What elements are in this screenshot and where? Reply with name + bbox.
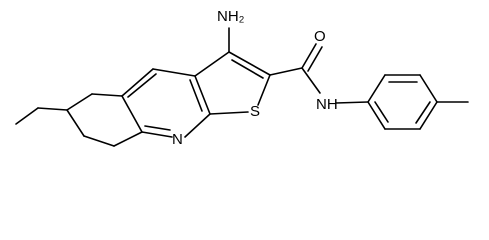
bond-nh-aryl (335, 101, 369, 104)
bond-c8a-n-double (144, 125, 171, 131)
bonds (15, 27, 469, 147)
molecule-drawing: NH₂ O NH S N (15, 8, 469, 148)
bond-c7-c8 (83, 135, 115, 147)
sulfur-label: S (250, 103, 260, 120)
atom-labels: NH₂ O NH S N (172, 8, 338, 148)
bond-c4a-c8a (121, 95, 143, 133)
bond-n-c9a (184, 113, 211, 138)
bond-c9a-c3a (194, 75, 211, 115)
bond-ar-c4-c5-double (415, 101, 431, 124)
bond-ar-c3-c4 (419, 74, 438, 103)
bond-c3-c2-double (231, 59, 264, 79)
bond-ar-c6-c1-double (374, 101, 389, 123)
bond-ethyl-ch3 (15, 107, 39, 125)
bond-c4-c3a (152, 68, 196, 77)
bond-c2-s (257, 74, 271, 106)
pyridine-nitrogen-label: N (172, 131, 183, 148)
bond-co-double-b (307, 46, 323, 72)
amino-label: NH₂ (217, 8, 245, 25)
bond-c3-c2 (228, 51, 271, 76)
bond-c4a-c4 (121, 68, 154, 97)
structure-canvas: NH₂ O NH S N (15, 8, 469, 148)
bond-ar-c1-c2 (367, 74, 386, 103)
bond-c8-c8a (113, 131, 143, 147)
bond-carbonyl-nh (301, 67, 321, 94)
bond-c6-c7 (66, 93, 93, 111)
bond-c5-c6 (91, 93, 123, 97)
amide-nh-label: NH (316, 96, 338, 113)
bond-c2-carbonyl (269, 67, 303, 76)
bond-c6-c7b (66, 109, 85, 137)
bond-c3a-c3 (194, 51, 230, 77)
bond-co-double-a (301, 43, 317, 69)
oxygen-label: O (314, 28, 326, 45)
bond-c9a-c3a-double (189, 79, 203, 112)
bond-ar-c4-c5 (419, 101, 438, 130)
bond-c4-c4-double (127, 73, 157, 98)
bond-ethyl-ch2 (37, 107, 68, 111)
bond-c8a-n (141, 131, 173, 138)
bond-ar-c6-c1 (367, 101, 386, 130)
bond-s-c9a (209, 111, 249, 115)
